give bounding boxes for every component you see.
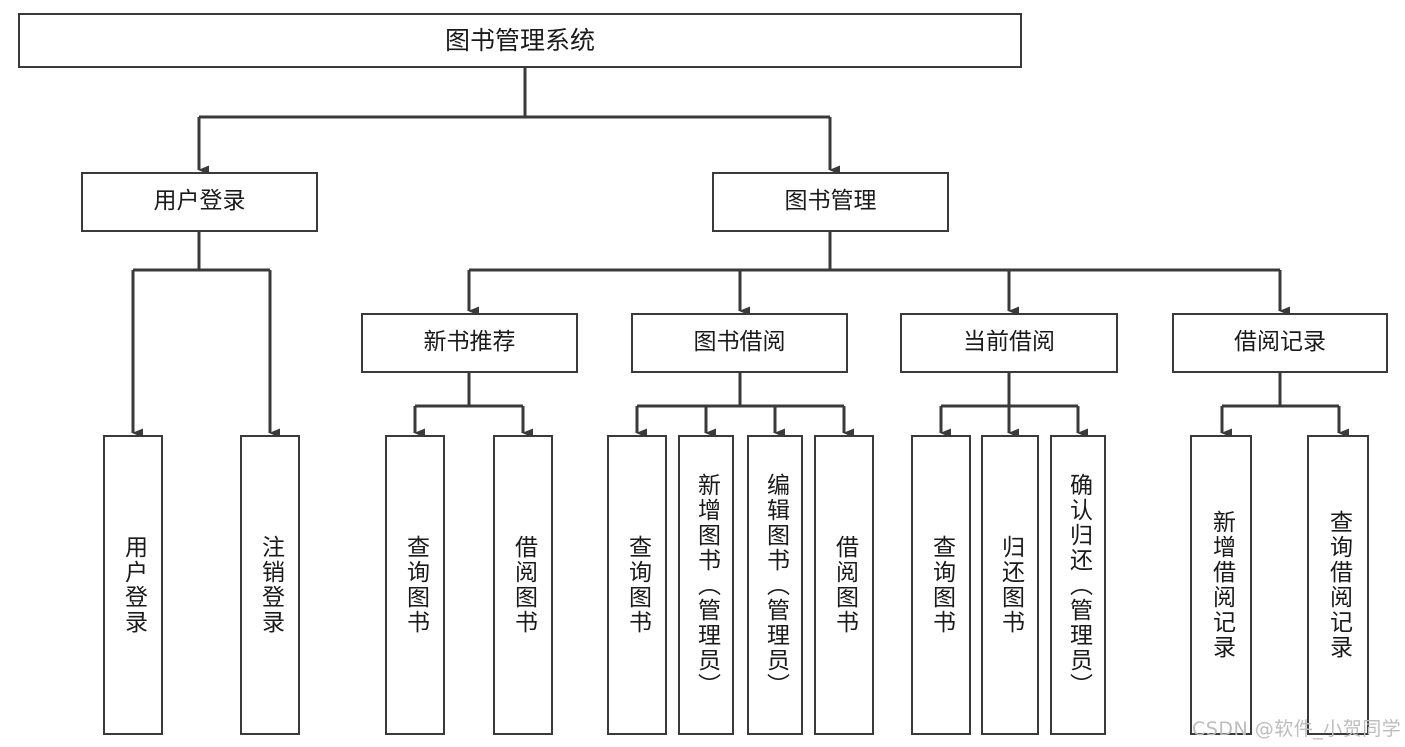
node-leaf-query-book-3[interactable]: 查询图书 [911, 435, 971, 735]
node-label: 新增借阅记录 [1208, 510, 1235, 660]
node-label: 新增图书（管理员） [693, 472, 720, 698]
node-leaf-query-record[interactable]: 查询借阅记录 [1307, 435, 1369, 735]
node-root-system[interactable]: 图书管理系统 [18, 13, 1022, 68]
node-label: 当前借阅 [963, 329, 1055, 356]
node-new-book-recommend[interactable]: 新书推荐 [361, 313, 578, 373]
node-label: 借阅图书 [831, 535, 858, 635]
node-leaf-add-record[interactable]: 新增借阅记录 [1190, 435, 1252, 735]
node-label: 图书管理系统 [444, 25, 595, 55]
node-label: 编辑图书（管理员） [762, 472, 789, 698]
node-label: 图书借阅 [693, 329, 786, 356]
node-borrow-record[interactable]: 借阅记录 [1172, 313, 1388, 373]
node-leaf-query-book-1[interactable]: 查询图书 [385, 435, 445, 735]
node-label: 借阅记录 [1234, 329, 1326, 356]
node-label: 查询图书 [402, 535, 429, 635]
node-leaf-confirm-return[interactable]: 确认归还（管理员） [1050, 435, 1106, 735]
node-book-borrow[interactable]: 图书借阅 [631, 313, 848, 373]
node-label: 新书推荐 [423, 329, 516, 356]
node-book-manage[interactable]: 图书管理 [712, 172, 949, 232]
watermark-text: CSDN @软件_小贺同学 [1192, 718, 1402, 740]
node-leaf-return-book[interactable]: 归还图书 [981, 435, 1039, 735]
node-leaf-borrow-book-1[interactable]: 借阅图书 [493, 435, 553, 735]
node-leaf-borrow-book-2[interactable]: 借阅图书 [814, 435, 874, 735]
node-label: 注销登录 [257, 535, 284, 635]
node-leaf-logout[interactable]: 注销登录 [240, 435, 300, 735]
node-leaf-add-book[interactable]: 新增图书（管理员） [678, 435, 734, 735]
node-label: 用户登录 [153, 188, 246, 215]
node-label: 确认归还（管理员） [1065, 472, 1092, 698]
node-leaf-query-book-2[interactable]: 查询图书 [607, 435, 667, 735]
node-label: 归还图书 [997, 535, 1024, 635]
node-user-login[interactable]: 用户登录 [81, 172, 318, 232]
node-label: 借阅图书 [510, 535, 537, 635]
node-leaf-user-login[interactable]: 用户登录 [103, 435, 163, 735]
node-label: 查询借阅记录 [1325, 510, 1352, 660]
node-leaf-edit-book[interactable]: 编辑图书（管理员） [747, 435, 803, 735]
node-label: 查询图书 [624, 535, 651, 635]
node-label: 用户登录 [120, 535, 147, 635]
node-current-borrow[interactable]: 当前借阅 [900, 313, 1118, 373]
node-label: 图书管理 [784, 188, 877, 215]
node-label: 查询图书 [928, 535, 955, 635]
